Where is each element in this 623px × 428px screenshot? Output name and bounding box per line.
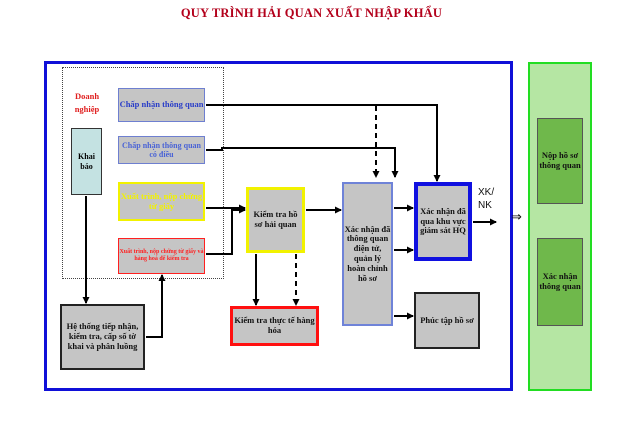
review-docs-box: Phúc tập hồ sơ	[414, 292, 480, 349]
main-process-frame	[44, 61, 513, 391]
arrow-accept-cond-to-confirm	[206, 147, 399, 178]
confirm-clearance-box: Xác nhận đã thông quan điện tử, quản lý …	[342, 182, 393, 326]
accept-clearance-box: Chấp nhận thông quan	[118, 88, 205, 122]
arrow-system-to-paper-goods	[146, 274, 166, 338]
check-goods-box: Kiểm tra thực tế hàng hóa	[230, 306, 319, 346]
enterprise-label: Doanh nghiệp	[74, 91, 100, 114]
diagram-title: QUY TRÌNH HẢI QUAN XUẤT NHẬP KHẨU	[180, 6, 443, 20]
declare-box: Khai báo	[71, 128, 102, 195]
confirm-customs-box: Xác nhận thông quan	[537, 238, 583, 326]
result-panel	[528, 62, 592, 391]
arrow-paper-goods-to-check-docs	[206, 206, 246, 255]
system-box: Hệ thống tiếp nhận, kiểm tra, cấp số tờ …	[60, 304, 145, 370]
enterprise-frame	[62, 67, 224, 279]
confirm-zone-box: Xác nhận đã qua khu vực giám sát HQ	[414, 182, 472, 261]
paper-submit-box: Xuất trình, nộp chứng từ giấy	[118, 182, 205, 221]
submit-docs-box: Nộp hồ sơ thông quan	[537, 118, 583, 204]
paper-goods-box: Xuất trình, nộp chứng từ giấy và hàng ho…	[118, 238, 205, 274]
accept-conditional-box: Chấp nhận thông quan có điều	[118, 136, 205, 164]
double-arrow-icon: ⇒	[511, 210, 522, 225]
xk-nk-label: XK/ NK	[478, 187, 495, 211]
check-docs-box: Kiểm tra hồ sơ hải quan	[246, 187, 305, 253]
arrow-accept-to-zone	[206, 104, 441, 182]
